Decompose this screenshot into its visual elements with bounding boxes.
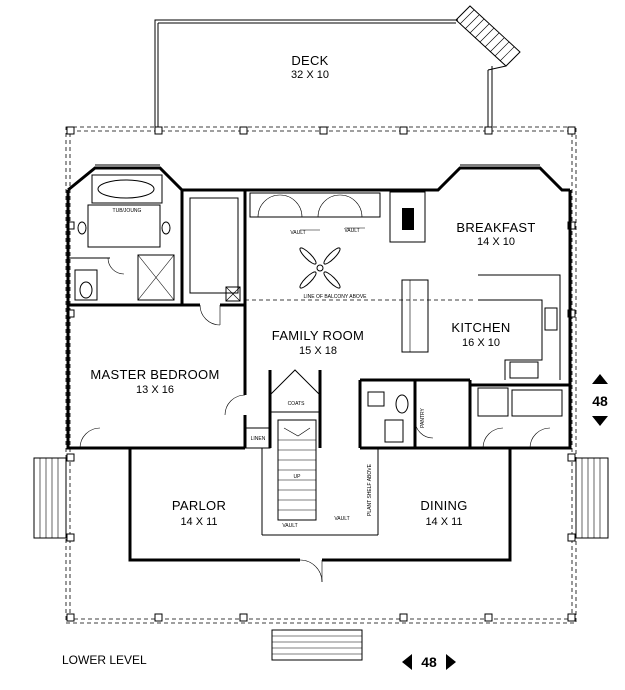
arrow-right-icon <box>446 654 456 670</box>
deck-dim: 32 X 10 <box>291 69 329 81</box>
family-room-features <box>245 192 475 301</box>
deck <box>154 5 521 128</box>
doors <box>79 257 551 583</box>
family-room-label: FAMILY ROOM <box>272 328 364 343</box>
vault-foyer-right-label: VAULT <box>334 516 349 522</box>
kitchen-dim: 16 X 10 <box>462 337 500 349</box>
staircase <box>277 419 317 521</box>
depth-dimension-value: 48 <box>592 393 608 409</box>
arrow-up-icon <box>592 374 608 384</box>
deck-label: DECK <box>291 53 328 68</box>
interior-walls <box>68 190 570 536</box>
up-label: UP <box>294 474 302 480</box>
breakfast-dim: 14 X 10 <box>477 236 515 248</box>
kitchen-label: KITCHEN <box>451 320 510 335</box>
family-room-dim: 15 X 18 <box>299 345 337 357</box>
linen-label: LINEN <box>251 436 266 442</box>
width-dimension: 48 <box>402 654 456 670</box>
breakfast-label: BREAKFAST <box>456 220 535 235</box>
balcony-line-label: LINE OF BALCONY ABOVE <box>304 294 368 300</box>
front-porch-steps <box>271 629 363 661</box>
vault-family-right-label: VAULT <box>344 228 359 234</box>
left-porch-steps <box>33 457 67 539</box>
ceiling-fan-icon <box>299 247 341 289</box>
dining-dim: 14 X 11 <box>425 516 462 528</box>
vault-family-left-label: VAULT <box>290 230 305 236</box>
master-bath-fixtures <box>74 174 171 301</box>
coats-label: COATS <box>288 401 306 407</box>
plant-shelf-label: PLANT SHELF ABOVE <box>367 463 373 516</box>
master-bedroom-label: MASTER BEDROOM <box>90 367 219 382</box>
fireplace <box>389 191 426 243</box>
depth-dimension: 48 <box>592 374 608 426</box>
tub-label: TUB/JOUNG <box>113 208 142 214</box>
level-label: LOWER LEVEL <box>62 653 147 667</box>
width-dimension-value: 48 <box>421 654 437 670</box>
parlor-label: PARLOR <box>172 498 226 513</box>
dining-label: DINING <box>420 498 467 513</box>
kitchen-fixtures <box>367 274 563 443</box>
vault-foyer-left-label: VAULT <box>282 523 297 529</box>
parlor-dim: 14 X 11 <box>180 516 217 528</box>
master-bedroom-dim: 13 X 16 <box>136 384 174 396</box>
deck-stairs <box>455 5 521 71</box>
pantry-label: PANTRY <box>420 407 426 427</box>
arrow-down-icon <box>592 416 608 426</box>
arrow-left-icon <box>402 654 412 670</box>
right-porch-steps <box>575 457 609 539</box>
